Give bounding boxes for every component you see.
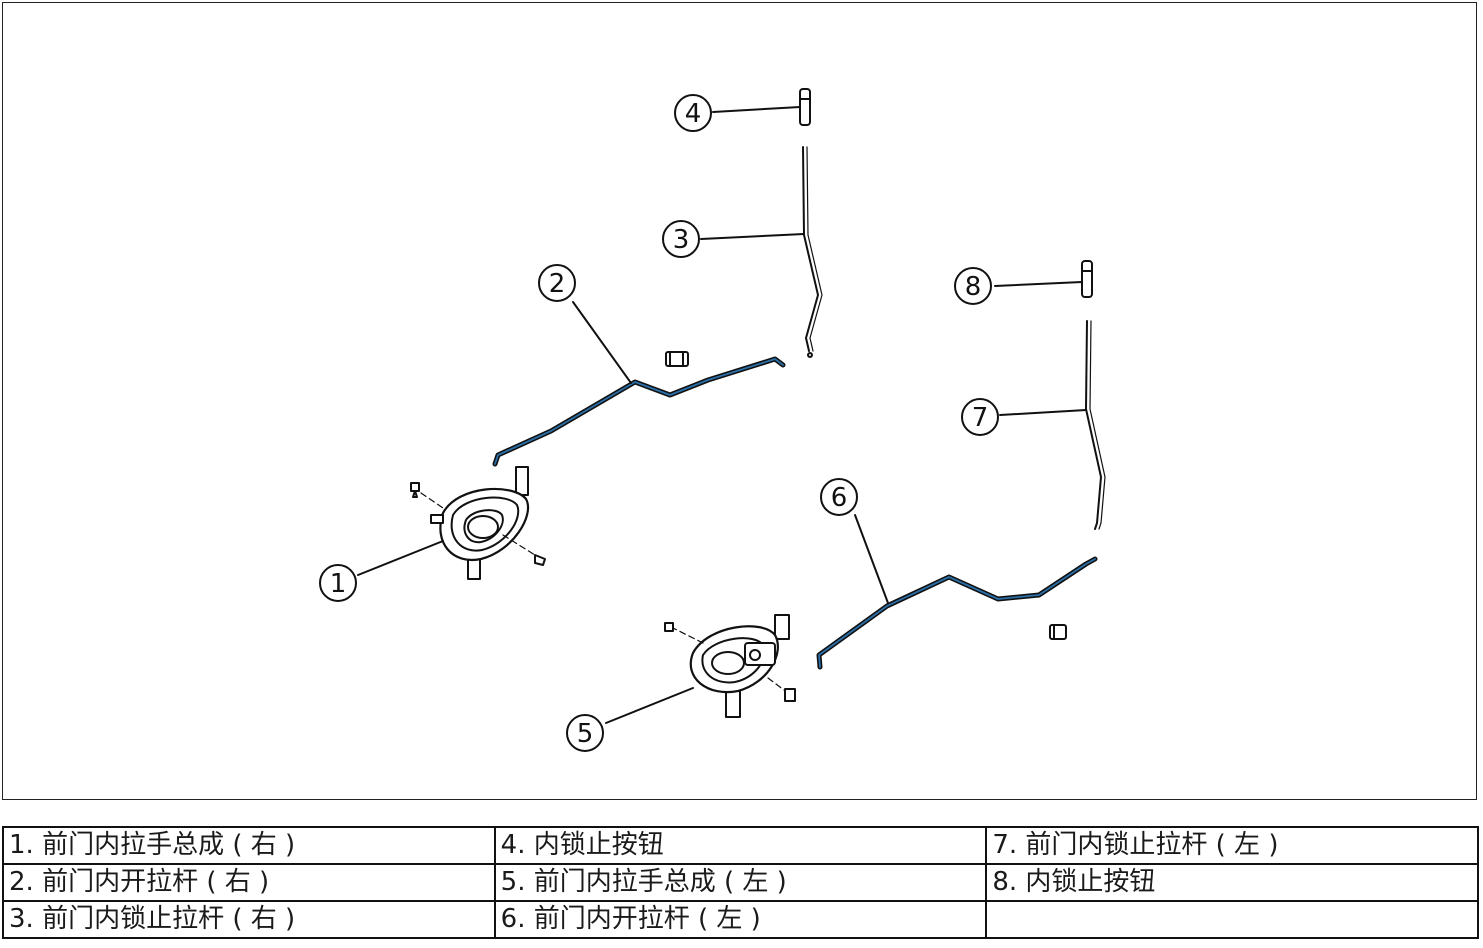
leader-line-5 <box>605 687 694 724</box>
callout-circle-4 <box>674 94 712 132</box>
callout-circle-5 <box>566 714 604 752</box>
callout-3: 3 <box>673 225 690 255</box>
leader-line-6 <box>854 514 889 604</box>
callout-4: 4 <box>685 99 702 129</box>
legend-cell: 4. 内锁止按钮 <box>493 826 988 865</box>
callout-circle-8 <box>954 267 992 305</box>
rod-clip-left <box>1049 624 1067 640</box>
callout-circle-3 <box>662 220 700 258</box>
callout-circle-7 <box>961 398 999 436</box>
parts-legend-table: 1. 前门内拉手总成 ( 右 ) 4. 内锁止按钮 7. 前门内锁止拉杆 ( 左… <box>2 826 1479 939</box>
callout-1: 1 <box>330 569 347 599</box>
lock-rod-left <box>1085 320 1106 530</box>
leader-line-2 <box>572 301 632 384</box>
open-rod-right <box>492 356 786 467</box>
parts-diagram: 4 3 2 1 8 7 6 5 <box>2 2 1477 800</box>
callout-circle-2 <box>538 264 576 302</box>
inside-handle-left <box>664 614 796 718</box>
exploded-view: 4 3 2 1 8 7 6 5 <box>319 88 1106 752</box>
legend-cell: 1. 前门内拉手总成 ( 右 ) <box>2 826 496 865</box>
callout-circle-6 <box>820 478 858 516</box>
callout-5: 5 <box>577 719 594 749</box>
legend-row: 1. 前门内拉手总成 ( 右 ) 4. 内锁止按钮 7. 前门内锁止拉杆 ( 左… <box>2 826 1479 865</box>
rod-clip-right <box>665 351 689 367</box>
callout-6: 6 <box>831 483 848 513</box>
legend-cell: 5. 前门内拉手总成 ( 左 ) <box>493 863 988 902</box>
leader-line-4 <box>712 106 801 113</box>
lock-rod-right <box>802 146 823 358</box>
open-rod-left <box>816 556 1098 670</box>
legend-cell: 8. 内锁止按钮 <box>985 863 1479 902</box>
leader-line-7 <box>999 409 1087 416</box>
legend-cell: 7. 前门内锁止拉杆 ( 左 ) <box>985 826 1479 865</box>
legend-row: 2. 前门内开拉杆 ( 右 ) 5. 前门内拉手总成 ( 左 ) 8. 内锁止按… <box>2 863 1479 902</box>
callout-7: 7 <box>972 403 989 433</box>
callout-2: 2 <box>549 269 566 299</box>
lock-button-right <box>799 88 811 126</box>
callout-circle-1 <box>319 564 357 602</box>
leader-line-3 <box>700 233 805 240</box>
callout-8: 8 <box>965 272 982 302</box>
leader-line-1 <box>357 540 444 576</box>
legend-row: 3. 前门内锁止拉杆 ( 右 ) 6. 前门内开拉杆 ( 左 ) <box>2 900 1479 939</box>
legend-cell-empty <box>985 900 1479 939</box>
inside-handle-right <box>410 466 546 580</box>
lock-button-left <box>1081 260 1093 298</box>
legend-cell: 2. 前门内开拉杆 ( 右 ) <box>2 863 496 902</box>
legend-cell: 6. 前门内开拉杆 ( 左 ) <box>493 900 988 939</box>
legend-cell: 3. 前门内锁止拉杆 ( 右 ) <box>2 900 496 939</box>
leader-line-8 <box>994 281 1083 287</box>
